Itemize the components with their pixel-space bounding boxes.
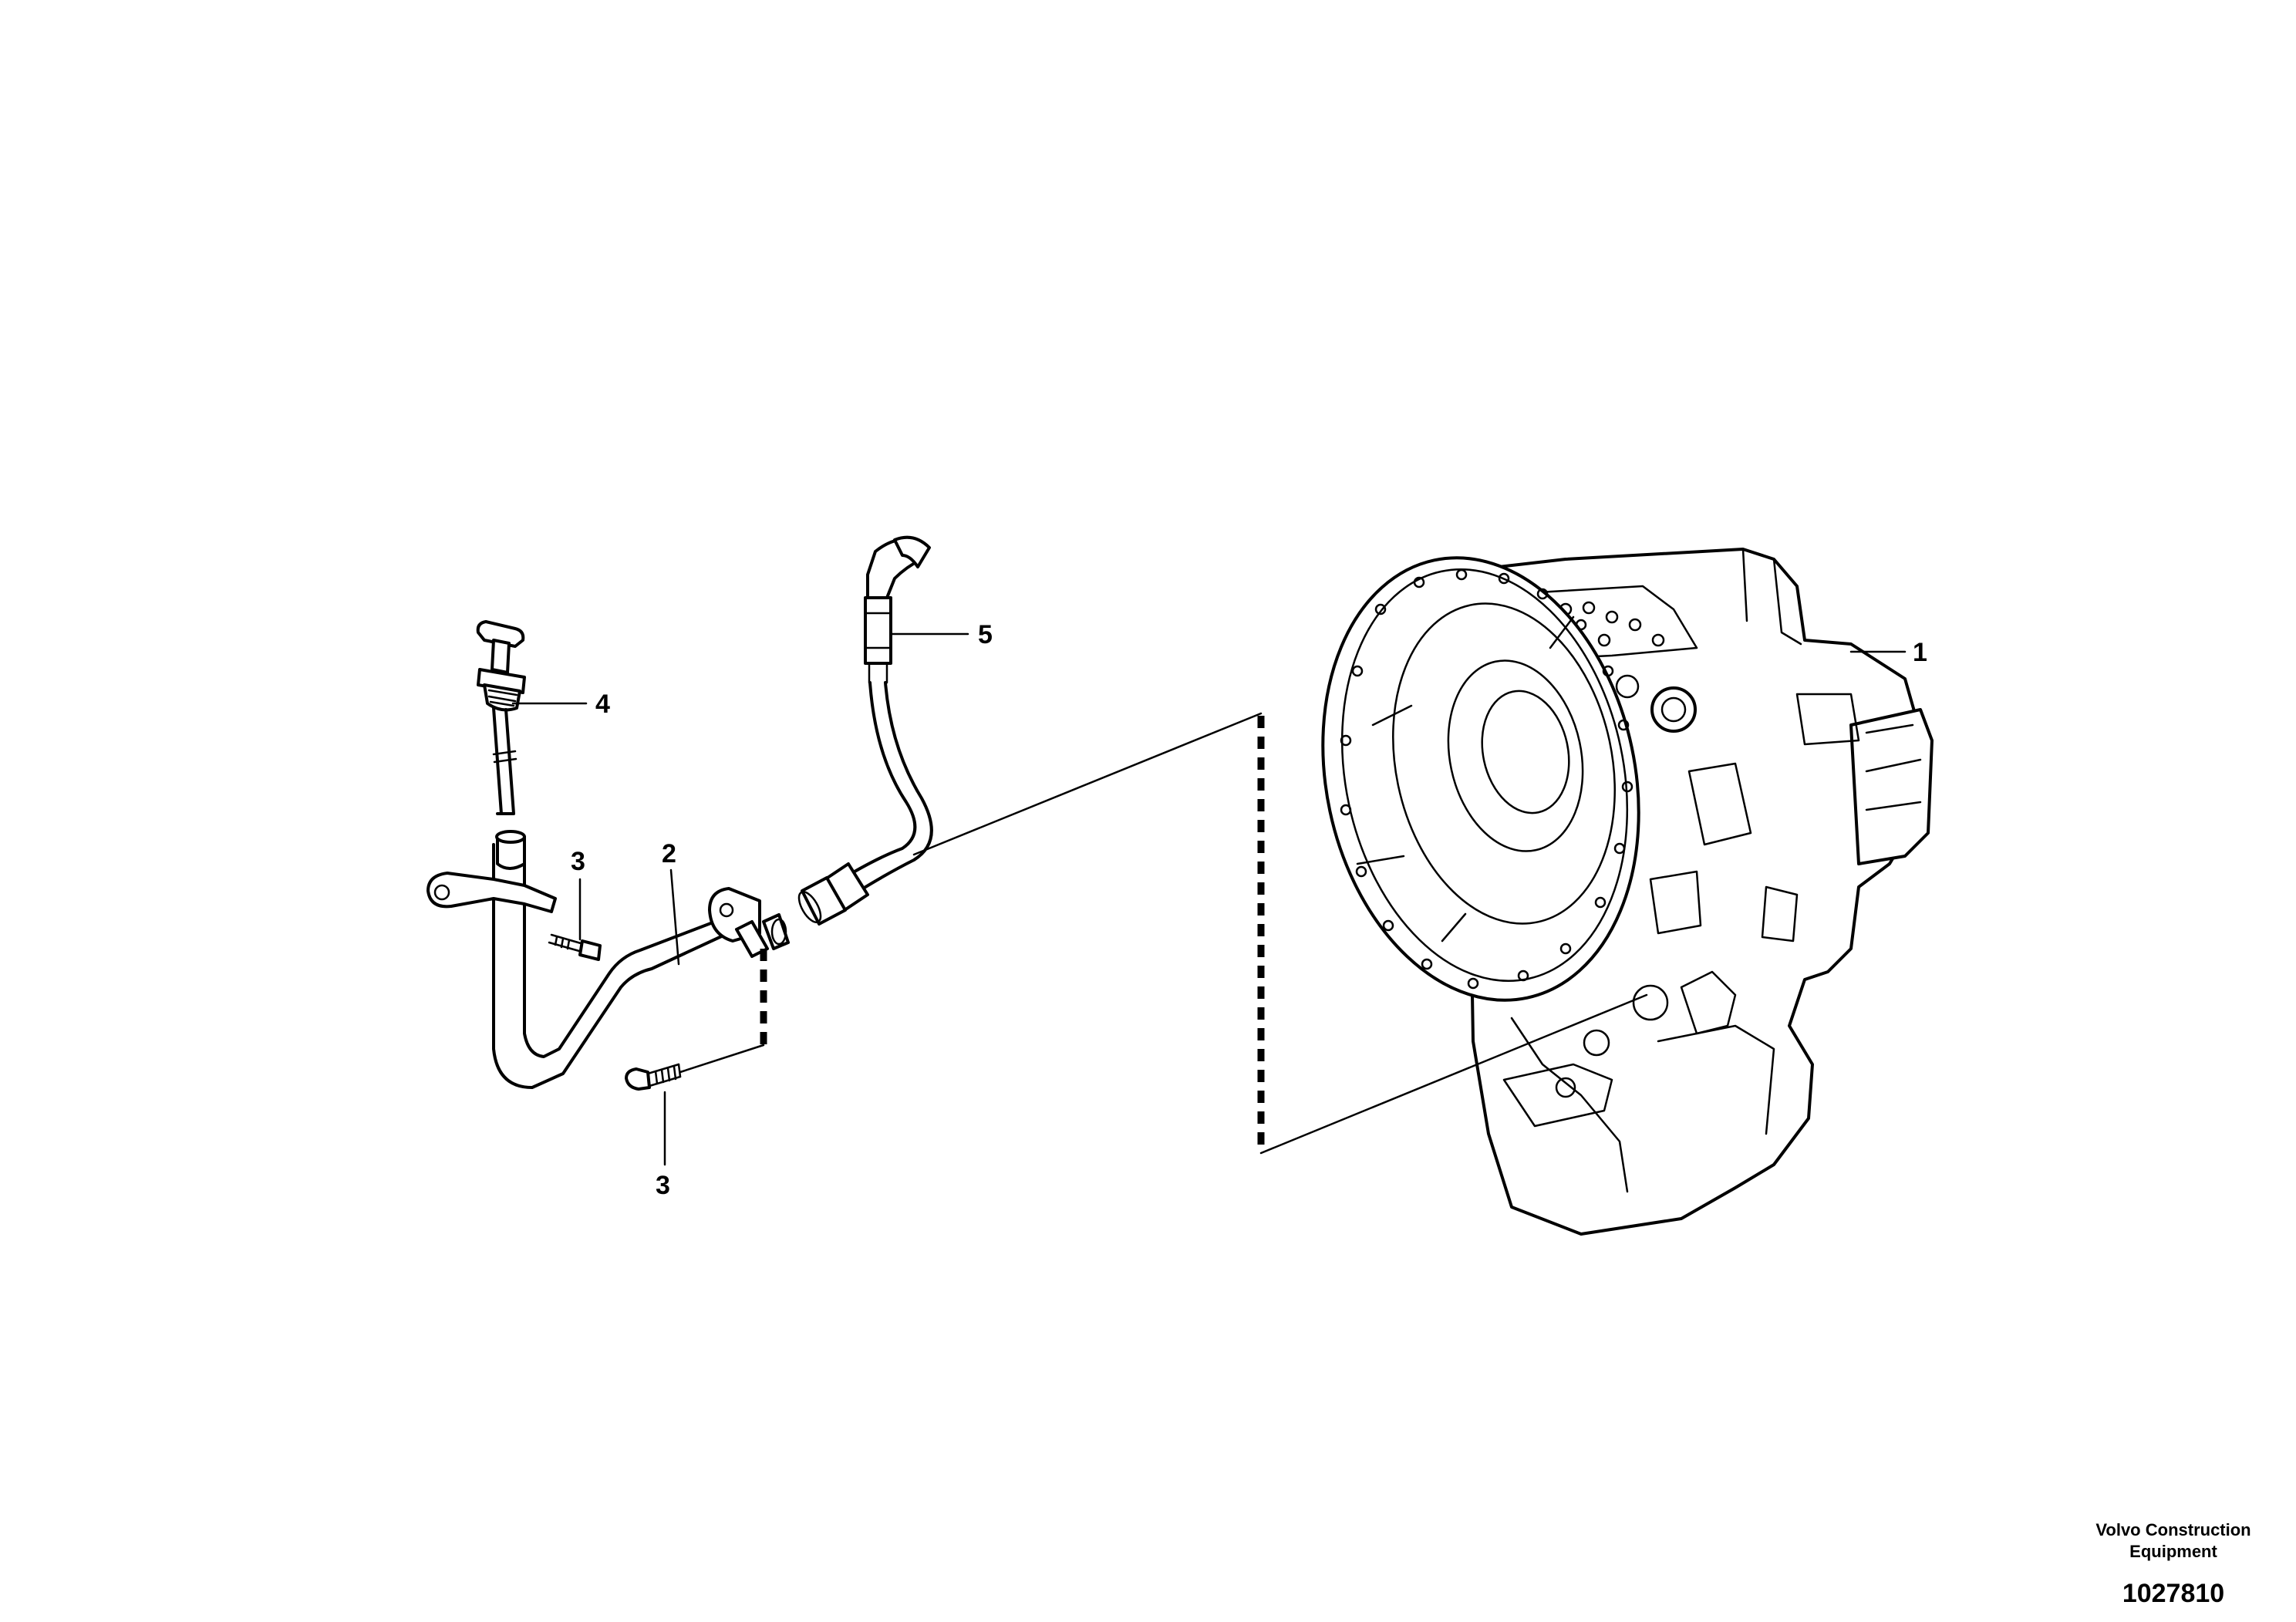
callout-1: 1 bbox=[1913, 638, 1927, 667]
drawing-number: 1027810 bbox=[2122, 1579, 2224, 1608]
leader-2 bbox=[669, 868, 680, 966]
hose bbox=[797, 535, 933, 926]
callout-4: 4 bbox=[595, 690, 610, 719]
callout-5: 5 bbox=[978, 620, 993, 649]
assembly-lines bbox=[679, 712, 1648, 1155]
branding-block: Volvo Construction Equipment 1027810 bbox=[2095, 1520, 2250, 1608]
callout-3-upper: 3 bbox=[571, 847, 585, 876]
leader-lines bbox=[511, 632, 1907, 1166]
bolt-lower bbox=[625, 1063, 682, 1091]
transmission-housing bbox=[1321, 548, 1934, 1236]
company-name-line2: Equipment bbox=[2129, 1542, 2217, 1561]
dipstick bbox=[476, 620, 526, 815]
callout-3-lower: 3 bbox=[656, 1171, 670, 1200]
company-name-line1: Volvo Construction bbox=[2095, 1520, 2250, 1539]
callout-2: 2 bbox=[662, 839, 676, 868]
oil-fill-tube bbox=[426, 830, 790, 1089]
bolt-upper bbox=[548, 933, 602, 961]
